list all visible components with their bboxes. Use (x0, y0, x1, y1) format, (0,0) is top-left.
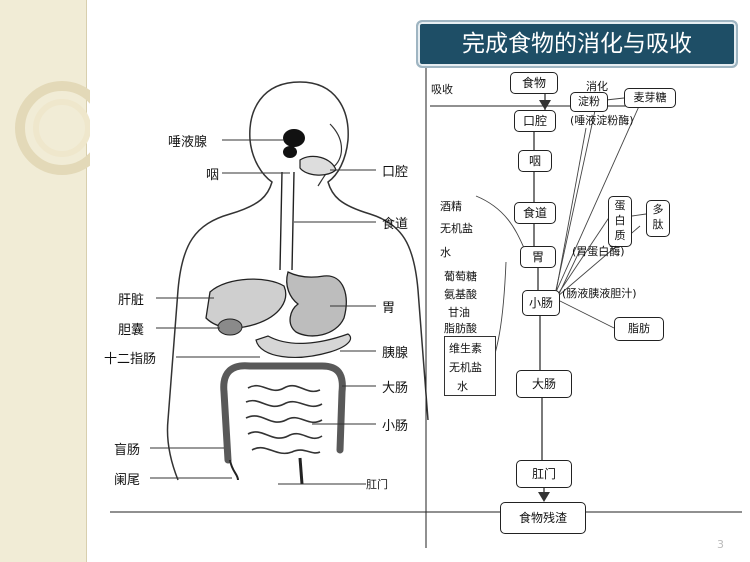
absorb-box-3: 水 (457, 380, 468, 393)
flow-arrow-food (539, 100, 551, 110)
label-appendix: 阑尾 (114, 473, 141, 488)
header-absorption: 吸收 (431, 83, 453, 96)
body-outline (166, 81, 429, 481)
label-pharynx: 咽 (206, 168, 220, 183)
flow-residue: 食物残渣 (500, 502, 586, 534)
enzyme-intestinal-mix: (肠液胰液胆汁) (562, 287, 637, 300)
anatomy-leaders (150, 139, 376, 479)
pancreas-shape (255, 333, 352, 358)
absorb-stomach-3: 水 (440, 246, 451, 259)
label-small-intestine: 小肠 (382, 419, 409, 434)
salivary-gland-shape (283, 129, 305, 147)
peptide-char-2: 肽 (652, 218, 664, 231)
label-duodenum: 十二指肠 (104, 352, 157, 367)
absorb-stomach-2: 无机盐 (440, 222, 473, 235)
absorb-stomach-1: 酒精 (440, 200, 462, 213)
flow-large-intestine: 大肠 (516, 370, 572, 398)
gallbladder-shape (217, 318, 243, 336)
decorative-rings (15, 81, 90, 175)
absorb-box-1: 维生素 (449, 342, 482, 355)
stomach-shape (286, 271, 347, 337)
label-pancreas: 胰腺 (382, 346, 409, 361)
product-peptide: 多 肽 (646, 200, 670, 237)
label-large-intestine: 大肠 (382, 381, 409, 396)
face-profile (317, 123, 343, 187)
product-starch: 淀粉 (570, 92, 608, 112)
flow-stomach: 胃 (520, 246, 556, 268)
label-cecum: 盲肠 (114, 443, 141, 458)
label-liver: 肝脏 (118, 293, 145, 308)
absorb-small-2: 氨基酸 (444, 288, 477, 301)
protein-char-3: 质 (614, 229, 626, 242)
rectum-shape (298, 457, 304, 485)
small-intestine-shape (245, 384, 323, 455)
label-salivary-gland: 唾液腺 (168, 135, 208, 150)
label-mouth: 口腔 (382, 165, 409, 180)
header-digestion: 消化 (586, 80, 608, 93)
absorb-small-4: 脂肪酸 (444, 322, 477, 335)
label-esophagus: 食道 (382, 217, 409, 232)
absorb-small-1: 葡萄糖 (444, 270, 477, 283)
label-gallbladder: 胆囊 (118, 323, 145, 338)
absorb-small-3: 甘油 (448, 306, 470, 319)
product-protein: 蛋 白 质 (608, 196, 632, 247)
absorb-box-2: 无机盐 (449, 361, 482, 374)
peptide-char-1: 多 (652, 203, 664, 216)
appendix-shape (229, 459, 239, 481)
liver-shape (205, 278, 287, 329)
flow-food: 食物 (510, 72, 558, 94)
absorb-small-box: 维生素 无机盐 水 (444, 336, 496, 396)
protein-char-2: 白 (614, 214, 626, 227)
slide-title: 完成食物的消化与吸收 (416, 20, 738, 68)
flow-arrow-residue (538, 492, 550, 502)
large-intestine-shape (220, 362, 346, 464)
flow-mouth: 口腔 (514, 110, 556, 132)
enzyme-pepsin: (胃蛋白酶) (572, 245, 625, 258)
page-number: 3 (717, 538, 724, 551)
enzyme-saliva-amylase: (唾液淀粉酶) (570, 114, 634, 127)
flow-pharynx: 咽 (518, 150, 552, 172)
flow-small-intestine: 小肠 (522, 290, 560, 316)
label-anus: 肛门 (366, 478, 388, 491)
mouth-shape (299, 155, 337, 176)
product-maltose: 麦芽糖 (624, 88, 676, 108)
salivary-gland-shape-2 (283, 146, 297, 158)
product-fat: 脂肪 (614, 317, 664, 341)
protein-char-1: 蛋 (614, 199, 626, 212)
flow-anus: 肛门 (516, 460, 572, 488)
esophagus-shape (279, 171, 295, 271)
label-stomach: 胃 (382, 301, 396, 316)
flow-esophagus: 食道 (514, 202, 556, 224)
